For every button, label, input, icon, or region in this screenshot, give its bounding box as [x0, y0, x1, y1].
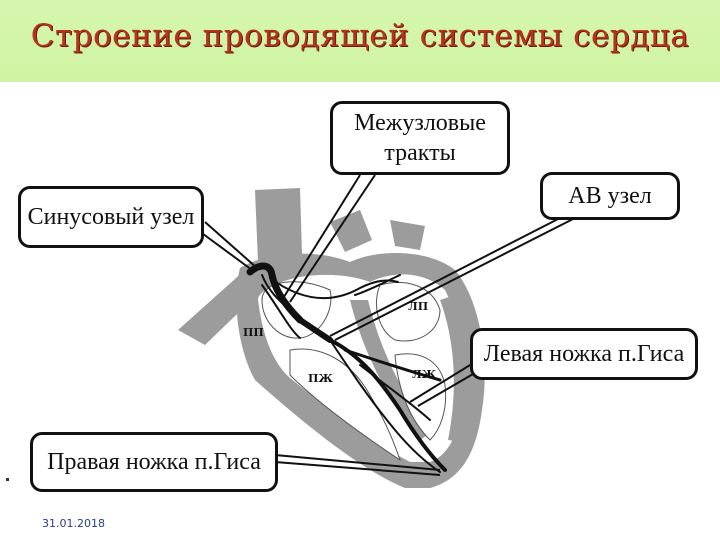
callout-internodal-line2: тракты [384, 140, 456, 166]
decorative-dot [6, 478, 9, 481]
conduction-pathways [246, 262, 447, 473]
slide-date: 31.01.2018 [42, 517, 105, 530]
callout-av-node: АВ узел [540, 172, 680, 220]
label-right-atrium: ПП [243, 326, 264, 339]
label-left-atrium: ЛП [408, 300, 429, 313]
footer-band [0, 512, 720, 540]
callout-pointers [194, 174, 576, 476]
label-left-ventricle: ЛЖ [412, 368, 437, 381]
callout-internodal-line1: Межузловые [354, 110, 486, 136]
callout-right-bundle-branch: Правая ножка п.Гиса [30, 432, 278, 492]
callout-sinus-node: Синусовый узел [18, 186, 204, 248]
callout-left-bundle-branch: Левая ножка п.Гиса [470, 328, 698, 380]
slide-title: Строение проводящей системы сердца [30, 18, 690, 54]
callout-internodal-tracts: Межузловые тракты [330, 101, 510, 175]
title-band [0, 0, 720, 82]
label-right-ventricle: ПЖ [308, 372, 333, 385]
